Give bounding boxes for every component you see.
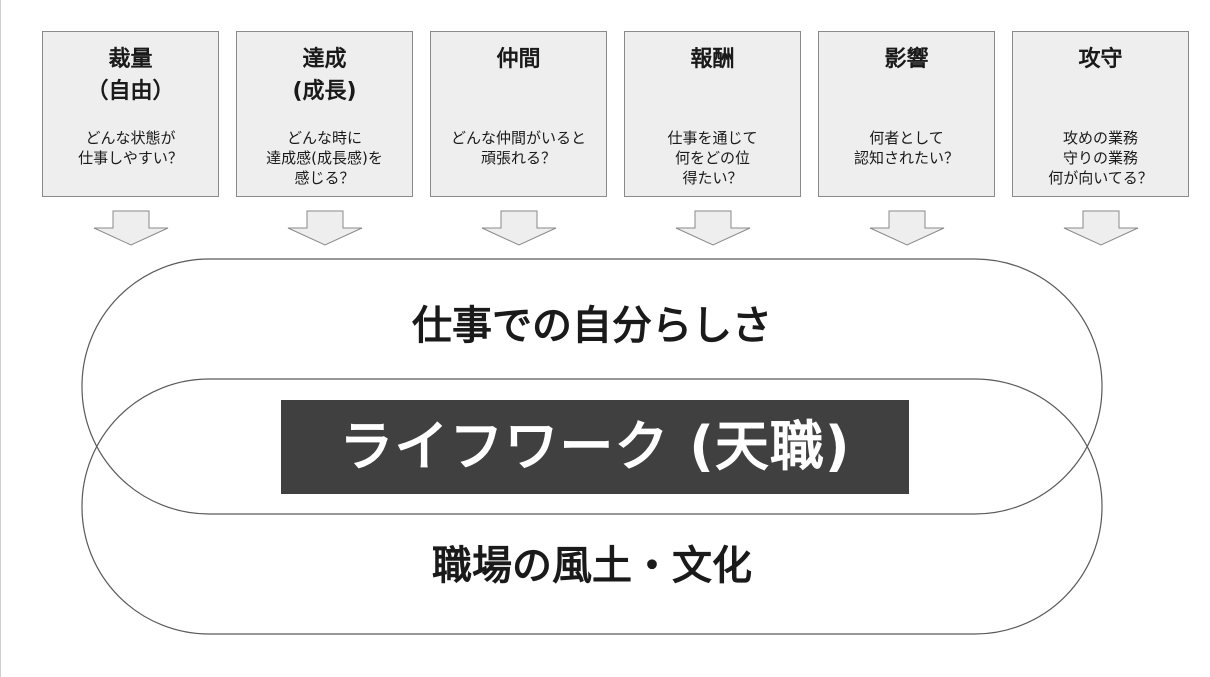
card-title: 攻守 [1078, 47, 1123, 72]
down-arrow-icon [675, 210, 751, 246]
card-discretion: 裁量 （自由） どんな状態が 仕事しやすい？ [42, 31, 219, 197]
card-question: 仕事を通じて 何をどの位 得たい？ [667, 129, 758, 187]
card-title: 仲間 [496, 47, 541, 72]
lower-label-workplace-culture: 職場の風土・文化 [432, 543, 752, 589]
upper-ellipse [81, 258, 1103, 515]
card-question: どんな仲間がいると 頑張れる？ [450, 129, 586, 167]
card-question: 攻めの業務 守りの業務 何が向いてる？ [1048, 129, 1153, 187]
card-question: どんな時に 達成感(成長感)を 感じる？ [266, 129, 383, 187]
down-arrow-icon [1063, 210, 1139, 246]
card-title: 裁量 （自由） [86, 47, 175, 104]
card-peers: 仲間 どんな仲間がいると 頑張れる？ [430, 31, 607, 197]
down-arrow-icon [481, 210, 557, 246]
center-banner-lifework: ライフワーク (天職) [281, 400, 909, 494]
card-question: どんな状態が 仕事しやすい？ [78, 129, 183, 167]
down-arrow-icon [287, 210, 363, 246]
card-title: 影響 [884, 47, 929, 72]
card-offense-defense: 攻守 攻めの業務 守りの業務 何が向いてる？ [1012, 31, 1189, 197]
card-title: 達成 (成長) [292, 47, 357, 104]
card-achievement: 達成 (成長) どんな時に 達成感(成長感)を 感じる？ [236, 31, 413, 197]
upper-label-self-at-work: 仕事での自分らしさ [412, 303, 772, 349]
lower-ellipse [81, 378, 1103, 635]
card-title: 報酬 [690, 47, 735, 72]
page-left-edge [0, 0, 1, 677]
card-question: 何者として 認知されたい？ [853, 129, 959, 167]
card-reward: 報酬 仕事を通じて 何をどの位 得たい？ [624, 31, 801, 197]
card-influence: 影響 何者として 認知されたい？ [818, 31, 995, 197]
down-arrow-icon [869, 210, 945, 246]
down-arrow-icon [93, 210, 169, 246]
